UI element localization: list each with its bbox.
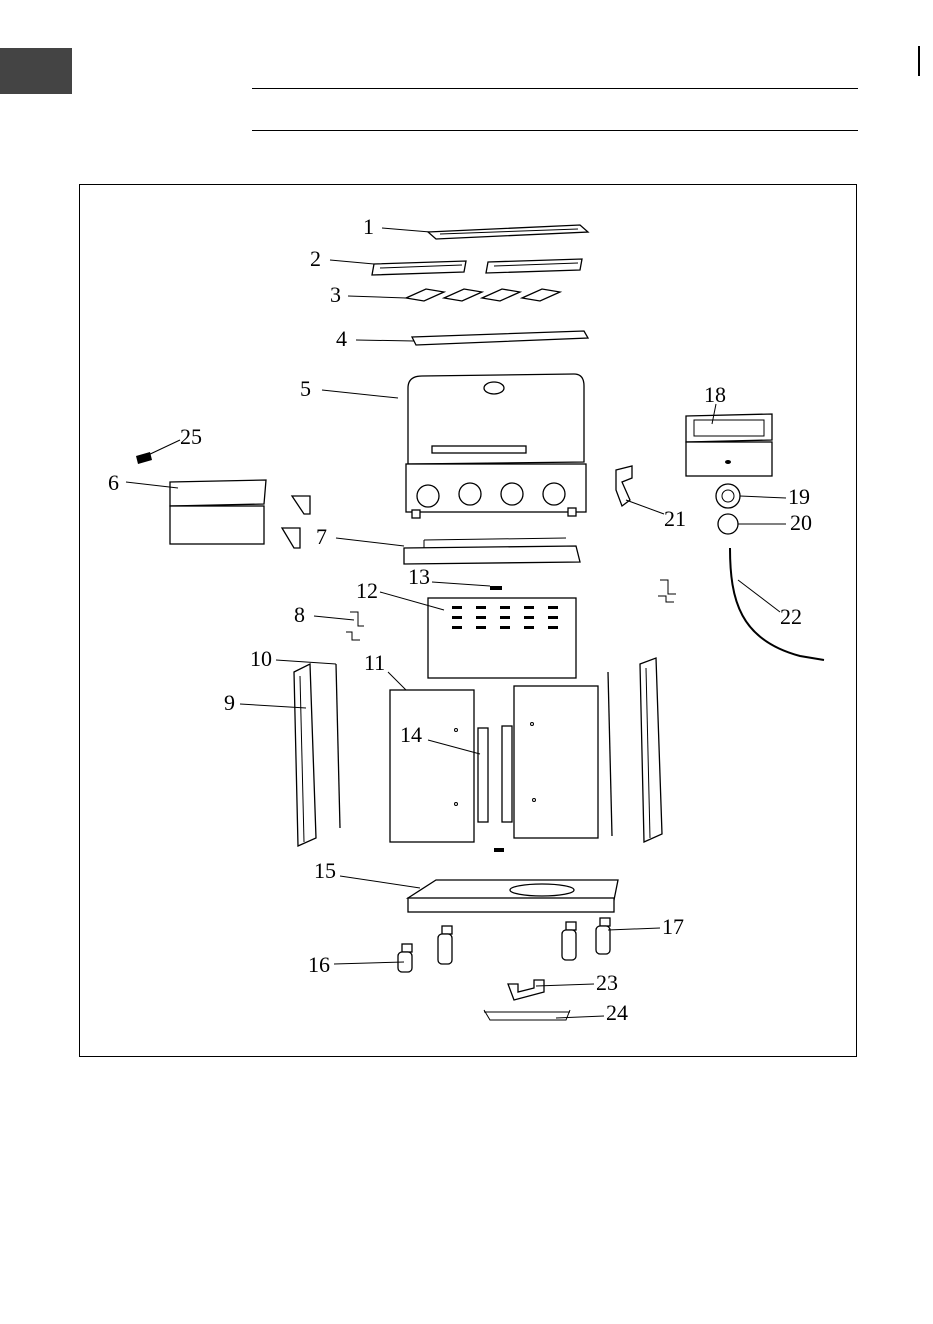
- callout-9: 9: [224, 690, 235, 715]
- callout-22: 22: [780, 604, 802, 629]
- callout-25: 25: [180, 424, 202, 449]
- callout-19: 19: [788, 484, 810, 509]
- part-tank-bracket: [508, 980, 544, 1000]
- part-front-panel: [404, 538, 580, 564]
- part-small-brackets: [346, 612, 364, 640]
- callout-7: 7: [316, 524, 327, 549]
- callout-14: 14: [400, 722, 422, 747]
- part-knob-bezel: [718, 514, 738, 534]
- callout-2: 2: [310, 246, 321, 271]
- callout-20: 20: [790, 510, 812, 535]
- callout-4: 4: [336, 326, 347, 351]
- callout-13: 13: [408, 564, 430, 589]
- part-side-burner: [686, 414, 772, 476]
- callout-10: 10: [250, 646, 272, 671]
- callout-16: 16: [308, 952, 330, 977]
- callout-21: 21: [664, 506, 686, 531]
- callout-11: 11: [364, 650, 385, 675]
- callout-23: 23: [596, 970, 618, 995]
- part-casters: [398, 918, 610, 972]
- part-door-handles: [478, 726, 512, 822]
- callout-12: 12: [356, 578, 378, 603]
- part-bottom-shelf: [408, 880, 618, 912]
- part-gas-hose: [730, 548, 824, 660]
- part-back-panel: [428, 598, 576, 678]
- part-door-stop: [494, 848, 504, 852]
- part-flame-tamers: [406, 289, 560, 301]
- part-right-rod: [608, 672, 612, 836]
- part-cooking-grates: [372, 259, 582, 275]
- callout-24: 24: [606, 1000, 628, 1025]
- part-left-side-panel: [294, 664, 316, 846]
- part-heat-shield: [616, 466, 676, 602]
- part-side-knob: [716, 484, 740, 508]
- part-igniter: [490, 586, 502, 590]
- callout-5: 5: [300, 376, 311, 401]
- callout-3: 3: [330, 282, 341, 307]
- part-right-door: [514, 686, 598, 838]
- callout-17: 17: [662, 914, 684, 939]
- callout-8: 8: [294, 602, 305, 627]
- part-side-shelf: [170, 480, 266, 544]
- callout-1: 1: [363, 214, 374, 239]
- part-tank-holder: [484, 1010, 570, 1020]
- callout-15: 15: [314, 858, 336, 883]
- part-right-side-panel: [640, 658, 662, 842]
- part-warming-rack: [428, 225, 588, 239]
- part-side-rod: [336, 664, 340, 828]
- part-grease-tray: [412, 331, 588, 345]
- part-firebox-hood: [406, 374, 586, 518]
- callout-18: 18: [704, 382, 726, 407]
- callout-6: 6: [108, 470, 119, 495]
- part-left-door: [390, 690, 474, 842]
- part-shelf-brackets: [282, 496, 310, 548]
